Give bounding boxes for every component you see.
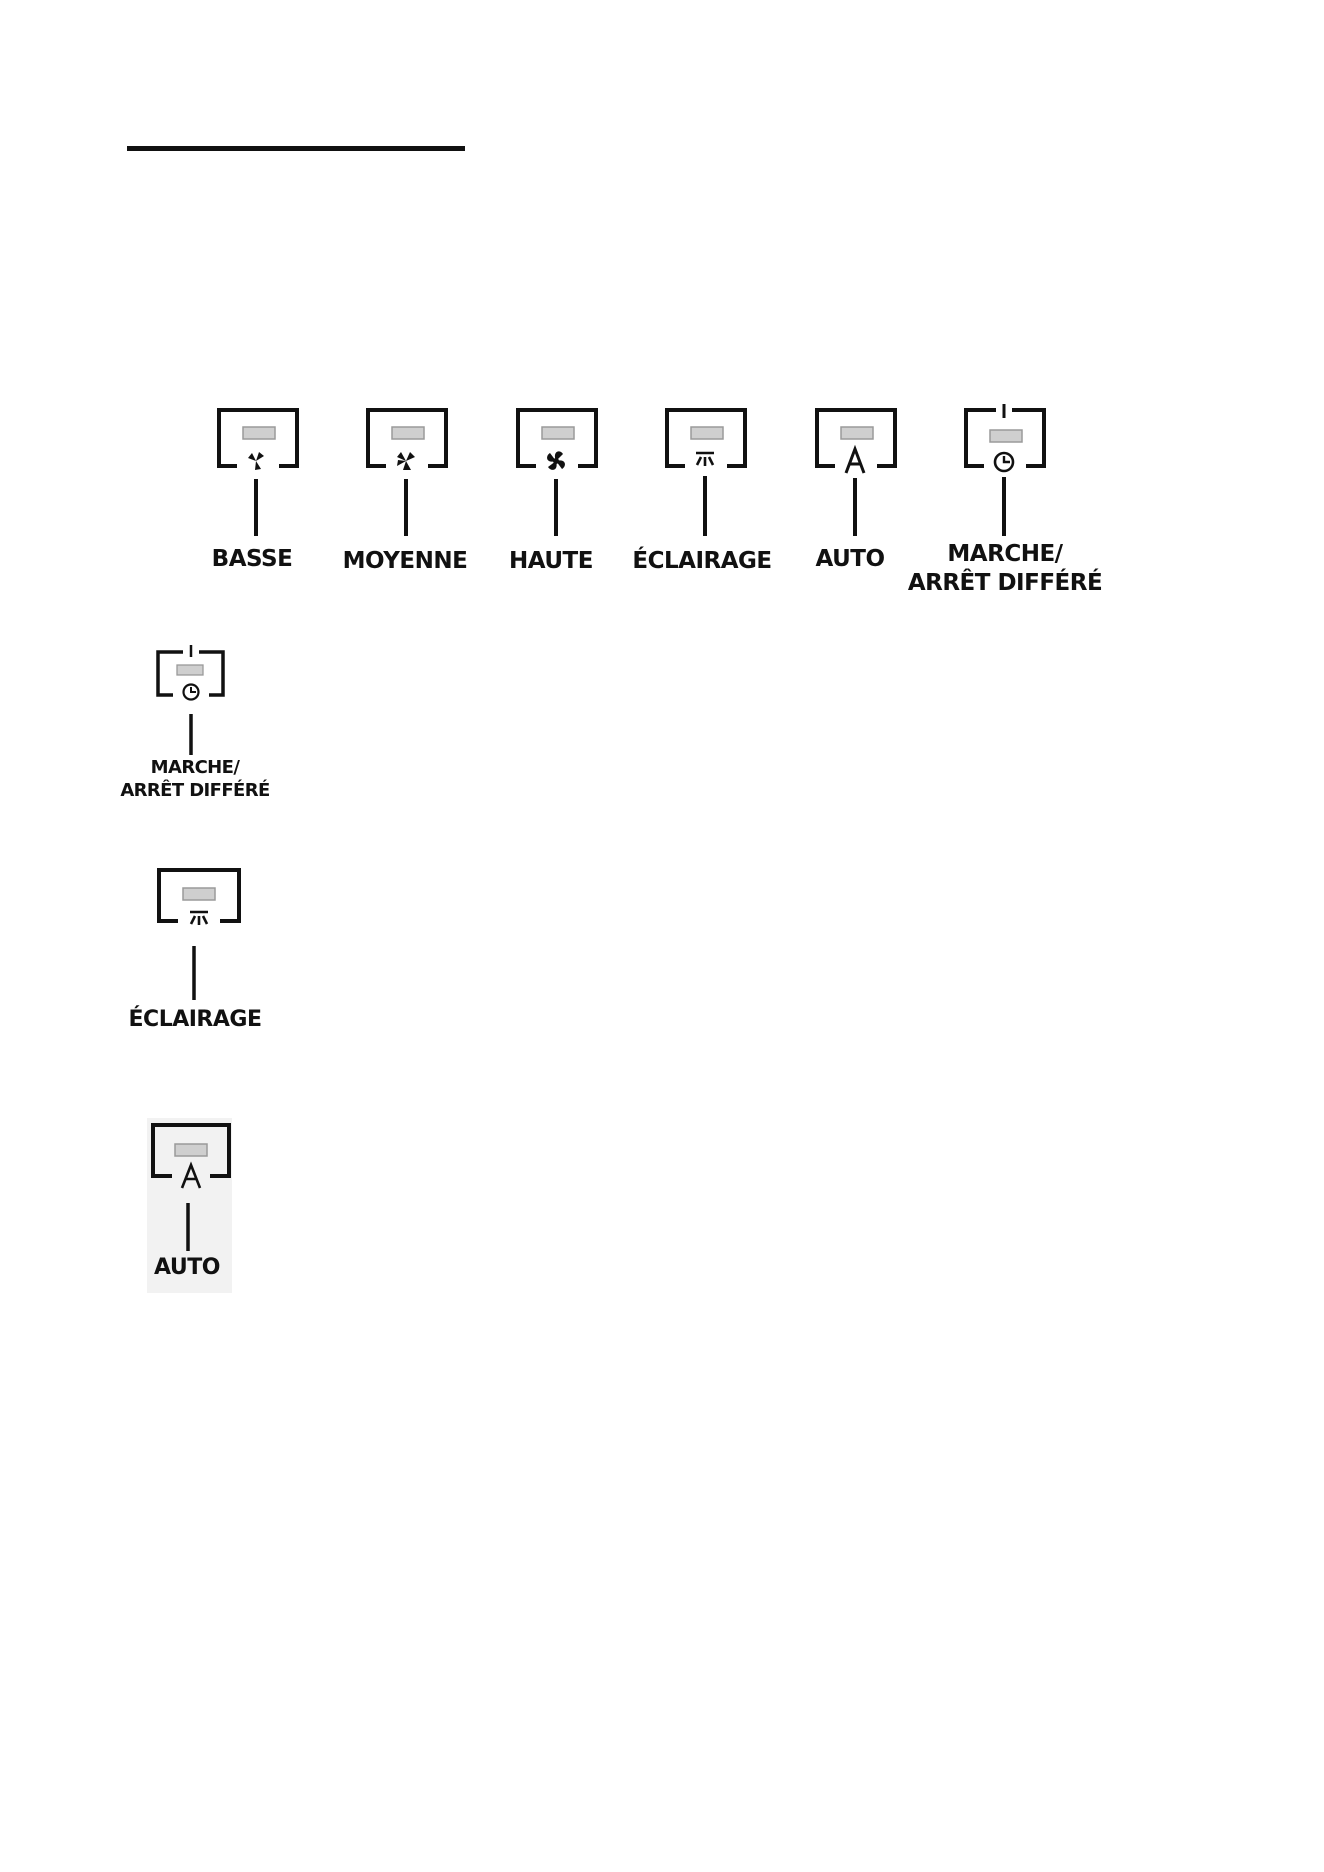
auto-a-icon — [846, 449, 864, 473]
button-haute[interactable] — [516, 406, 600, 542]
button-auto-graphic — [815, 406, 899, 542]
button-basse-graphic — [217, 406, 301, 542]
detail-light-button[interactable] — [156, 867, 242, 1003]
detail-timer-label-line2: ARRÊT DIFFÉRÉ — [120, 780, 269, 803]
header-rule — [127, 146, 465, 151]
detail-light-label: ÉCLAIRAGE — [129, 1006, 262, 1034]
button-timer[interactable] — [964, 406, 1048, 542]
indicator-led — [542, 427, 574, 439]
button-moyenne-graphic — [366, 406, 450, 542]
label-timer: MARCHE/ ARRÊT DIFFÉRÉ — [908, 540, 1102, 598]
indicator-led — [841, 427, 873, 439]
detail-timer-graphic — [155, 645, 227, 757]
button-eclairage[interactable] — [665, 406, 749, 542]
button-timer-graphic — [964, 406, 1048, 542]
button-eclairage-graphic — [665, 406, 749, 542]
detail-timer-label-line1: MARCHE/ — [120, 757, 269, 780]
detail-auto-label: AUTO — [154, 1254, 220, 1282]
light-icon — [190, 912, 208, 925]
label-basse: BASSE — [212, 545, 293, 574]
button-haute-graphic — [516, 406, 600, 542]
label-eclairage: ÉCLAIRAGE — [632, 547, 771, 576]
label-moyenne: MOYENNE — [343, 547, 468, 576]
button-moyenne[interactable] — [366, 406, 450, 542]
indicator-led — [183, 888, 215, 900]
indicator-led — [177, 665, 203, 675]
timer-clock-icon — [184, 685, 199, 700]
detail-timer-label: MARCHE/ ARRÊT DIFFÉRÉ — [120, 757, 269, 802]
label-haute: HAUTE — [509, 547, 593, 576]
light-icon — [696, 453, 714, 466]
indicator-led — [392, 427, 424, 439]
fan-high-icon — [547, 451, 565, 470]
detail-auto-button[interactable] — [150, 1121, 232, 1253]
indicator-led — [990, 430, 1022, 442]
label-auto: AUTO — [815, 545, 884, 574]
fan-low-icon — [248, 452, 264, 470]
detail-auto-graphic — [150, 1121, 232, 1253]
button-basse[interactable] — [217, 406, 301, 542]
timer-clock-icon — [995, 453, 1013, 471]
detail-timer-button[interactable] — [155, 645, 227, 757]
detail-light-graphic — [156, 867, 242, 1003]
fan-medium-icon — [397, 452, 415, 470]
indicator-led — [691, 427, 723, 439]
indicator-led — [175, 1144, 207, 1156]
indicator-led — [243, 427, 275, 439]
label-timer-line1: MARCHE/ — [908, 540, 1102, 569]
auto-a-icon — [182, 1165, 200, 1188]
label-timer-line2: ARRÊT DIFFÉRÉ — [908, 569, 1102, 598]
button-auto[interactable] — [815, 406, 899, 542]
